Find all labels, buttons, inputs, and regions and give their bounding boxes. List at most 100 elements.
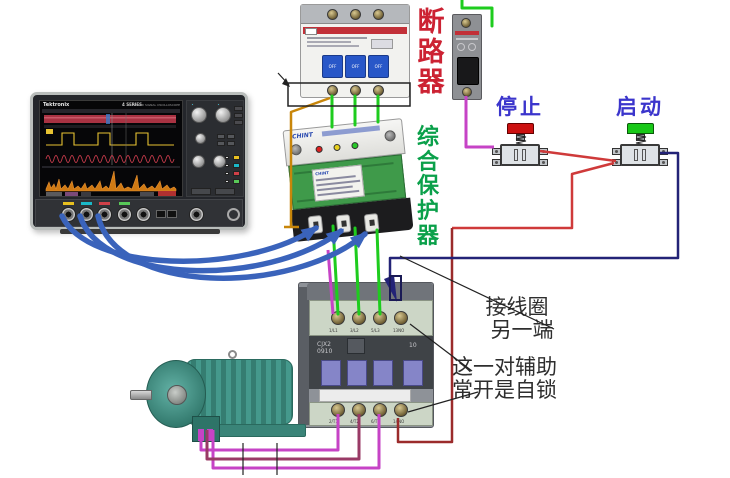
breaker1p-ce-mark <box>468 43 476 51</box>
stop-button-cap <box>507 123 534 134</box>
oscilloscope: Tektronix 4 SERIES MIXED SIGNAL OSCILLOS… <box>30 92 248 230</box>
scope-button <box>215 188 235 195</box>
stop-terminal-right <box>539 148 548 155</box>
breaker-toggle: OFF <box>368 55 389 78</box>
breaker1p-bottom-terminal <box>462 87 472 97</box>
start-button-cap <box>627 123 654 134</box>
breaker-label: 断路器 <box>417 7 445 99</box>
sticker-text-line <box>317 189 360 197</box>
terminal-label: 14NO <box>393 419 405 424</box>
channel4-button <box>233 179 240 184</box>
contactor-aux-mark: 10 <box>409 342 417 349</box>
bnc-channel1 <box>61 207 76 222</box>
contactor-terminal-13NO <box>394 311 408 325</box>
breaker-toggle: OFF <box>345 55 366 78</box>
sticker-text-line <box>316 179 361 187</box>
oscilloscope-controls <box>186 100 244 197</box>
start-terminal-right-lower <box>659 159 668 166</box>
contactor-terminal-2T1 <box>331 403 345 417</box>
scope-button <box>227 141 235 146</box>
indicator-led <box>191 103 194 106</box>
bnc-channel5 <box>136 207 151 222</box>
bnc-channel4 <box>117 207 132 222</box>
contactor-model: CJX2 <box>317 341 331 348</box>
power-ring <box>227 208 240 221</box>
stop-terminal-right-lower <box>539 159 548 166</box>
contact-cover <box>403 360 423 386</box>
terminal-label: 3/L2 <box>350 328 359 333</box>
contactor-top-cap <box>307 283 433 300</box>
breaker1p-ce-mark <box>457 43 465 51</box>
terminal-slot <box>341 220 347 227</box>
contactor-label-sticker <box>319 389 411 402</box>
note-aux: 这一对辅助 常开是自锁 <box>452 356 582 401</box>
note-aux-line2: 常开是自锁 <box>452 377 557 402</box>
breaker-logo-box <box>305 28 317 35</box>
circuit-breaker-3p: OFF OFF OFF <box>300 4 410 98</box>
note-coil-line1: 接线圈 <box>485 295 549 319</box>
sticker-brand: CHINT <box>314 169 330 177</box>
scope-waveforms <box>42 109 180 196</box>
breaker-spec-text <box>307 41 351 43</box>
contactor-terminal-6T3 <box>373 403 387 417</box>
contact-cover <box>373 360 393 386</box>
contactor-terminal-1L1 <box>331 311 345 325</box>
scope-button <box>234 120 243 125</box>
channel4-color-tab <box>119 202 130 205</box>
motor-hub <box>167 385 187 405</box>
breaker1p-spec-text <box>456 38 478 40</box>
stop-terminal-left-lower <box>492 159 501 166</box>
terminal-slot <box>313 221 319 228</box>
channel3-button <box>233 171 240 176</box>
start-terminal-right <box>659 148 668 155</box>
scope-button <box>191 188 211 195</box>
protector-terminal <box>335 214 352 234</box>
bnc-channel2 <box>79 207 94 222</box>
channel3-color-tab <box>99 202 110 205</box>
scope-brand: Tektronix <box>43 102 70 108</box>
contact-cover <box>321 360 341 386</box>
scope-button <box>225 156 229 159</box>
junction-wires <box>198 429 204 441</box>
switch-slot <box>514 149 518 161</box>
bnc-aux-in <box>189 207 204 222</box>
protector-reset-knob <box>290 143 303 156</box>
contactor-terminal-3L2 <box>352 311 366 325</box>
scope-button <box>225 180 229 183</box>
start-label: 启动 <box>616 95 664 119</box>
scope-button <box>217 141 225 146</box>
start-switch-body <box>620 144 660 166</box>
stop-button-group: 停止 <box>488 95 552 172</box>
protector-sticker: CHINT <box>311 164 365 202</box>
toggle-off-label: OFF <box>351 64 360 69</box>
channel2-button <box>233 163 240 168</box>
channel1-color-tab <box>63 202 74 205</box>
motor-eyebolt <box>228 350 237 359</box>
channel1-button <box>233 155 240 160</box>
breaker-top-terminal <box>373 9 384 20</box>
button-spring <box>515 135 527 145</box>
horizontal-knob <box>192 155 205 168</box>
terminal-label: 13NO <box>393 328 405 333</box>
terminal-label: 4/T2 <box>350 419 359 424</box>
note-coil-line2: 另一端 <box>490 317 554 342</box>
breaker-bottom-terminal <box>350 85 361 96</box>
bnc-channel3 <box>97 207 112 222</box>
protector-brand: CHINT <box>291 131 314 141</box>
terminal-label: 5/L3 <box>371 328 380 333</box>
scope-series: 4 SERIES <box>122 102 142 107</box>
contactor-terminal-5L3 <box>373 311 387 325</box>
indicator-led <box>217 103 220 106</box>
terminal-label: 2/T1 <box>329 419 338 424</box>
green-led <box>351 141 359 150</box>
small-arrow <box>277 72 290 86</box>
protector-model-text <box>321 125 380 137</box>
breaker-spec-text <box>307 45 359 47</box>
oscilloscope-screen: Tektronix 4 SERIES MIXED SIGNAL OSCILLOS… <box>39 100 183 197</box>
protector-label: 综合保护器 <box>416 125 439 249</box>
scope-button <box>225 172 229 175</box>
protector-terminal <box>307 214 324 235</box>
stop-label: 停止 <box>496 95 544 119</box>
button-spring <box>635 135 647 145</box>
motor-junction-box <box>192 416 220 442</box>
